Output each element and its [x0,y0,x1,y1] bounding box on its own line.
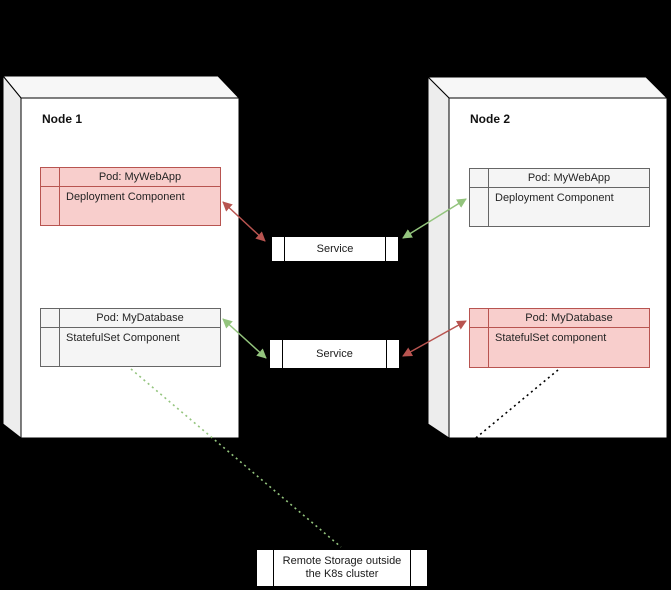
pod-left-lane [470,169,489,188]
edge-node1-webapp-service [222,201,266,242]
node2-cube-side [427,75,450,439]
pod-left-lane [41,328,60,366]
node2-cube-front [448,97,668,439]
node2-pod-mydatabase: Pod: MyDatabase StatefulSet component [469,308,650,368]
remote-storage: Remote Storage outside the K8s cluster [256,549,428,587]
proc-side-bar [410,550,427,586]
pod-component-label: Deployment Component [66,191,185,203]
service-web: Service [271,236,399,262]
pod-title: Pod: MyDatabase [60,309,220,328]
pod-left-lane [41,168,60,187]
service-label: Service [316,347,353,360]
node1-cube-front [20,97,240,439]
node1-cube [1,74,241,440]
pod-left-lane [41,187,60,225]
edge-node2-db-to-storage-dotted [343,369,559,548]
node1-pod-mywebapp: Pod: MyWebApp Deployment Component [40,167,221,226]
node1-cube-top [1,75,241,99]
remote-storage-line1: Remote Storage outside [282,555,402,567]
pod-component-label: StatefulSet component [495,332,607,344]
remote-storage-line2: the K8s cluster [305,568,379,580]
pod-left-lane [470,188,489,226]
edge-node1-db-service [222,318,267,359]
pod-left-lane [470,328,489,367]
node2-cube [426,75,669,439]
remote-storage-label: Remote Storage outside the K8s cluster [274,550,410,586]
edge-service-node2-webapp [402,198,467,239]
node1-label: Node 1 [42,112,83,126]
service-db: Service [269,339,400,369]
proc-side-bar [257,550,274,586]
pod-title: Pod: MyWebApp [489,169,649,188]
proc-side-bar [270,340,283,368]
pod-title: Pod: MyDatabase [489,309,649,328]
pod-left-lane [41,309,60,328]
edge-node1-db-to-storage-dotted [130,368,342,548]
pod-component-label: StatefulSet Component [66,332,180,344]
edge-service-node2-db [402,320,467,357]
proc-side-bar [272,237,285,261]
node2-label: Node 2 [470,112,511,126]
node1-pod-mydatabase: Pod: MyDatabase StatefulSet Component [40,308,221,367]
node2-pod-mywebapp: Pod: MyWebApp Deployment Component [469,168,650,227]
pod-title: Pod: MyWebApp [60,168,220,187]
proc-side-bar [386,340,399,368]
pod-left-lane [470,309,489,328]
pod-component-label: Deployment Component [495,192,614,204]
node2-cube-top [426,76,669,99]
proc-side-bar [385,237,398,261]
service-label: Service [316,242,354,255]
node1-cube-side [2,74,22,440]
